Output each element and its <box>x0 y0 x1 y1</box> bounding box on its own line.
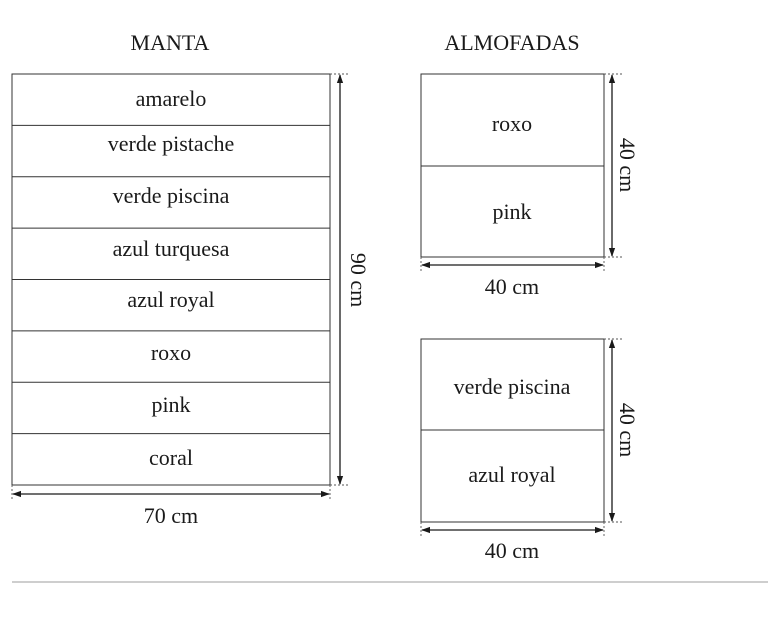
stripe-label-roxo: roxo <box>151 340 191 365</box>
pillow-block-2: verde piscina azul royal 40 cm 40 cm <box>420 338 640 563</box>
manta-width-label: 70 cm <box>144 503 198 528</box>
pillow-block-1: roxo pink 40 cm 40 cm <box>420 73 640 299</box>
pillow-2-top-label: verde piscina <box>454 374 571 399</box>
stripe-label-pink: pink <box>151 392 190 417</box>
almofadas-title: ALMOFADAS <box>444 30 579 55</box>
stripe-label-amarelo: amarelo <box>136 86 207 111</box>
pillow-2-width-label: 40 cm <box>485 538 539 563</box>
stripe-label-verde-piscina: verde piscina <box>113 183 230 208</box>
pillow-1-bottom-label: pink <box>492 199 531 224</box>
stripe-label-azul-royal: azul royal <box>127 287 214 312</box>
stripe-label-coral: coral <box>149 445 193 470</box>
stripe-label-verde-pistache: verde pistache <box>108 131 234 156</box>
pillow-1-top-label: roxo <box>492 111 532 136</box>
stripe-label-azul-turquesa: azul turquesa <box>113 236 230 261</box>
pillow-2-height-label: 40 cm <box>615 403 640 457</box>
pillow-1-height-label: 40 cm <box>615 138 640 192</box>
pillow-2-bottom-label: azul royal <box>468 462 555 487</box>
manta-height-label: 90 cm <box>346 253 371 307</box>
manta-title: MANTA <box>131 30 210 55</box>
pillow-1-width-label: 40 cm <box>485 274 539 299</box>
manta-block: amarelo verde pistache verde piscina azu… <box>11 73 371 528</box>
